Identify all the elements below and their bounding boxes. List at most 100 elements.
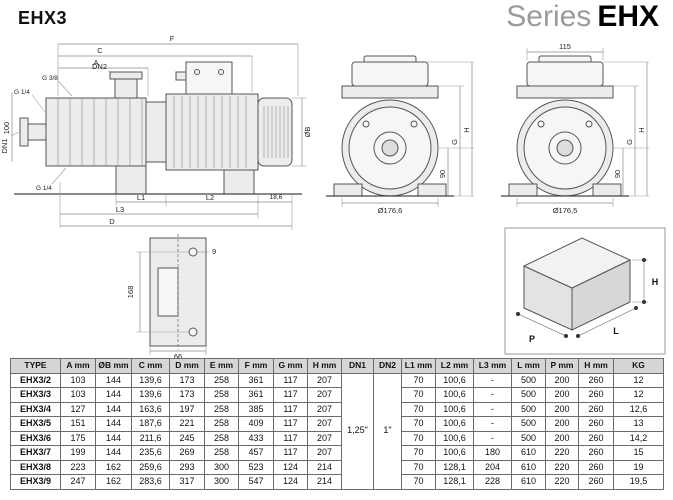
- col-header-17: KG: [613, 358, 664, 374]
- motor-top-strip: [341, 85, 439, 99]
- col-header-15: P mm: [545, 358, 579, 374]
- foot-left: [508, 183, 538, 197]
- foot-right: [417, 183, 447, 197]
- table-cell: 500: [511, 401, 546, 417]
- table-cell: 523: [238, 459, 274, 475]
- table-cell: 258: [204, 372, 239, 388]
- foot-left: [333, 183, 363, 197]
- table-cell: 12,6: [613, 401, 664, 417]
- pump-stage-ribs: [57, 98, 143, 166]
- table-cell: 19: [613, 459, 664, 475]
- dim-label-66: 66: [174, 352, 182, 361]
- shaft-end: [381, 139, 399, 157]
- table-cell: 214: [307, 474, 342, 490]
- pump-foot: [115, 165, 147, 195]
- table-cell: 260: [578, 416, 614, 432]
- table-cell: -: [473, 401, 512, 417]
- dim-label-d: D: [109, 217, 115, 226]
- table-cell: 173: [169, 372, 205, 388]
- plan-view-drawing: 9 168 66: [126, 234, 216, 361]
- motor-fins: [173, 96, 247, 168]
- table-cell: 221: [169, 416, 205, 432]
- terminal-box-screw: [194, 69, 200, 75]
- dim-label-dia-left: Ø176,6: [378, 206, 403, 215]
- table-cell: 300: [204, 474, 239, 490]
- table-cell: 14,2: [613, 430, 664, 446]
- cell-type: EHX3/2: [10, 372, 61, 388]
- table-cell: 128,1: [435, 474, 474, 490]
- table-cell: 12: [613, 387, 664, 403]
- foot-plate-slot: [157, 267, 179, 317]
- table-cell: -: [473, 387, 512, 403]
- motor-top-strip: [516, 85, 614, 99]
- table-cell: 103: [60, 387, 96, 403]
- table-cell: 433: [238, 430, 274, 446]
- dim-label-ob: ØB: [303, 127, 312, 138]
- table-cell: 70: [401, 372, 436, 388]
- dim-label-l1: L1: [137, 193, 145, 202]
- table-cell: 117: [273, 372, 308, 388]
- cable-gland: [175, 71, 187, 81]
- table-cell: 269: [169, 445, 205, 461]
- table-cell: 127: [60, 401, 96, 417]
- cell-type: EHX3/5: [10, 416, 61, 432]
- fan-cover: [257, 97, 293, 167]
- table-cell: 128,1: [435, 459, 474, 475]
- dim-label-dn1: DN1: [0, 138, 9, 153]
- packaging-box-diagram: P L H: [504, 227, 666, 355]
- page-title: EHX3: [18, 8, 68, 28]
- dim-label-dia-right: Ø176,5: [553, 206, 578, 215]
- table-cell: 457: [238, 445, 274, 461]
- table-cell: 187,6: [131, 416, 170, 432]
- cell-type: EHX3/6: [10, 430, 61, 446]
- col-header-7: G mm: [273, 358, 308, 374]
- table-cell: 361: [238, 387, 274, 403]
- table-cell: 258: [204, 445, 239, 461]
- table-cell: 293: [169, 459, 205, 475]
- table-cell: 12: [613, 372, 664, 388]
- col-header-12: L2 mm: [435, 358, 474, 374]
- table-cell: 207: [307, 401, 342, 417]
- table-cell: 144: [95, 445, 132, 461]
- bolt-hole: [188, 247, 198, 257]
- col-header-8: H mm: [307, 358, 342, 374]
- table-cell: 500: [511, 430, 546, 446]
- table-cell: 70: [401, 445, 436, 461]
- table-cell: 207: [307, 372, 342, 388]
- motor-bracket: [145, 101, 167, 163]
- table-cell: 247: [60, 474, 96, 490]
- table-cell: 139,6: [131, 387, 170, 403]
- dim-label-g-right: G: [625, 139, 634, 145]
- col-header-3: C mm: [131, 358, 170, 374]
- dim-label-c: C: [97, 46, 103, 55]
- table-cell: 258: [204, 416, 239, 432]
- table-cell: 100,6: [435, 387, 474, 403]
- table-cell: 162: [95, 459, 132, 475]
- table-cell: -: [473, 372, 512, 388]
- table-cell: 117: [273, 416, 308, 432]
- col-header-0: TYPE: [10, 358, 61, 374]
- table-cell: 300: [204, 459, 239, 475]
- table-cell: 162: [95, 474, 132, 490]
- dim-label-18-6: 18,6: [270, 194, 283, 201]
- table-cell: 260: [578, 445, 614, 461]
- table-cell: 258: [204, 387, 239, 403]
- table-cell: 220: [545, 459, 579, 475]
- dim-label-g14-bottom: G 1/4: [36, 185, 52, 192]
- table-cell: 260: [578, 459, 614, 475]
- dim-label-l3: L3: [116, 205, 124, 214]
- drawings-canvas: F C A DN2 G 3/8 G 1/4 100 DN1 G 1/4: [0, 34, 666, 361]
- table-cell: 180: [473, 445, 512, 461]
- table-cell: 70: [401, 401, 436, 417]
- table-cell: 117: [273, 401, 308, 417]
- col-header-11: L1 mm: [401, 358, 436, 374]
- dim-label-100: 100: [2, 122, 11, 135]
- casing-bolt: [362, 120, 370, 128]
- cell-type: EHX3/7: [10, 445, 61, 461]
- table-cell: 70: [401, 474, 436, 490]
- cell-type: EHX3/3: [10, 387, 61, 403]
